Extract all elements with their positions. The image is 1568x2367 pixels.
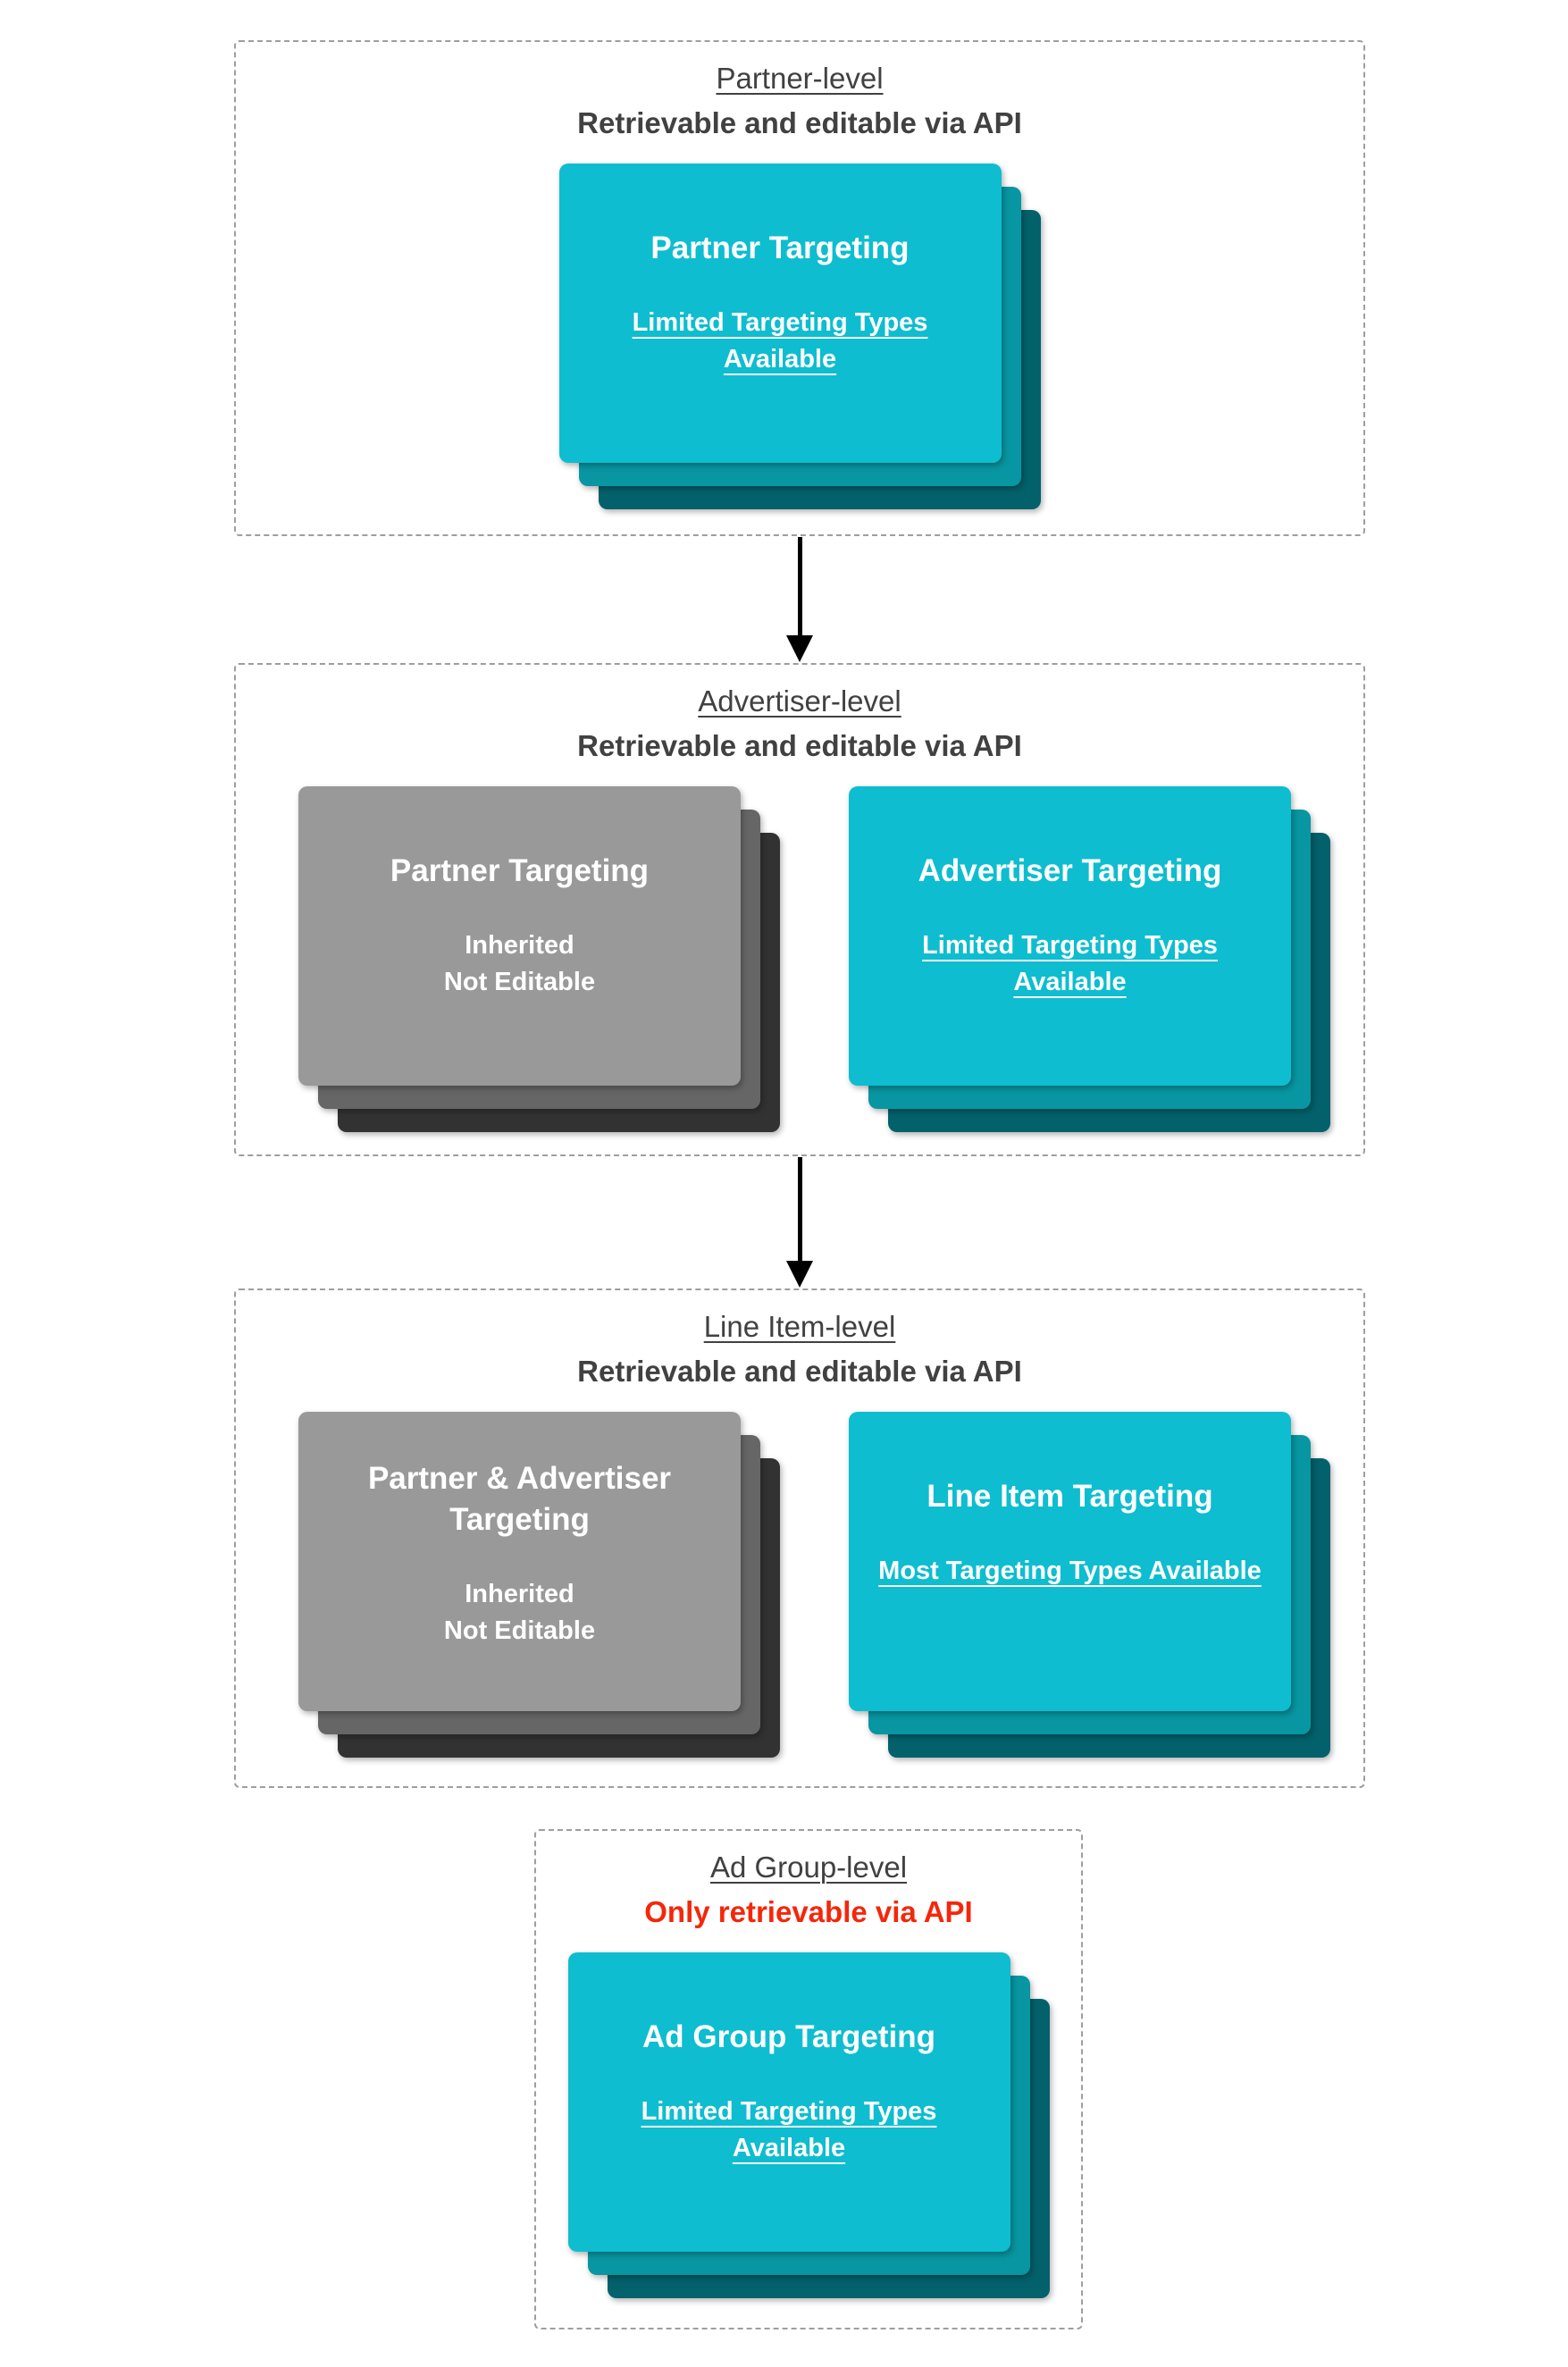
card-title: Line Item Targeting (927, 1479, 1213, 1514)
card-note: Inherited Not Editable (443, 931, 596, 996)
card-title: Partner Targeting (650, 231, 910, 265)
ad-group-targeting-card: Ad Group Targeting Limited Targeting Typ… (567, 1952, 1010, 2252)
advertiser-level-subtitle: Retrievable and editable via API (577, 729, 1022, 762)
ad-group-level-cards: Ad Group Targeting Limited Targeting Typ… (536, 1952, 1081, 2300)
line-item-level-cards: Partner & Advertiser Targeting Inherited… (236, 1412, 1363, 1759)
ad-group-level-title: Ad Group-level (709, 1851, 908, 1884)
advertiser-targeting-card-stack: Advertiser Targeting Limited Targeting T… (849, 786, 1330, 1134)
arrow-shaft (797, 537, 802, 635)
line-item-level-title: Line Item-level (703, 1310, 896, 1343)
arrow-head-icon (786, 635, 813, 662)
partner-level-subtitle: Retrievable and editable via API (577, 106, 1022, 139)
card-note: Limited Targeting Types Available (922, 931, 1218, 996)
down-arrow (785, 1157, 814, 1288)
inherited-partner-targeting-card-stack: Partner Targeting Inherited Not Editable (298, 786, 780, 1134)
advertiser-level-cards: Partner Targeting Inherited Not Editable… (236, 786, 1363, 1134)
line-item-targeting-card-stack: Line Item Targeting Most Targeting Types… (849, 1412, 1330, 1759)
partner-level-section: Partner-level Retrievable and editable v… (234, 40, 1365, 536)
ad-group-level-section: Ad Group-level Only retrievable via API … (534, 1829, 1083, 2329)
partner-targeting-card: Partner Targeting Limited Targeting Type… (558, 164, 1002, 463)
arrow-head-icon (786, 1261, 813, 1288)
card-note: Limited Targeting Types Available (641, 2097, 937, 2162)
down-arrow (785, 537, 814, 662)
partner-level-cards: Partner Targeting Limited Targeting Type… (236, 164, 1363, 511)
line-item-level-subtitle: Retrievable and editable via API (577, 1355, 1022, 1388)
advertiser-level-title: Advertiser-level (698, 684, 901, 718)
partner-targeting-card-stack: Partner Targeting Limited Targeting Type… (558, 164, 1041, 511)
card-note: Limited Targeting Types Available (632, 308, 928, 374)
line-item-level-section: Line Item-level Retrievable and editable… (234, 1288, 1365, 1788)
card-title: Partner & Advertiser Targeting (367, 1461, 672, 1537)
partner-level-title: Partner-level (716, 62, 884, 95)
card-title: Advertiser Targeting (918, 853, 1222, 888)
ad-group-targeting-card-stack: Ad Group Targeting Limited Targeting Typ… (567, 1952, 1050, 2300)
arrow-shaft (797, 1157, 802, 1261)
inherited-partner-targeting-card: Partner Targeting Inherited Not Editable (298, 786, 741, 1086)
card-title: Partner Targeting (390, 853, 650, 888)
line-item-targeting-card: Line Item Targeting Most Targeting Types… (849, 1412, 1291, 1711)
advertiser-level-section: Advertiser-level Retrievable and editabl… (234, 663, 1365, 1156)
ad-group-level-subtitle: Only retrievable via API (644, 1895, 973, 1928)
card-title: Ad Group Targeting (642, 2019, 935, 2054)
advertiser-targeting-card: Advertiser Targeting Limited Targeting T… (849, 786, 1291, 1086)
card-note: Most Targeting Types Available (878, 1557, 1262, 1585)
inherited-partner-advertiser-targeting-card: Partner & Advertiser Targeting Inherited… (298, 1412, 741, 1711)
card-note: Inherited Not Editable (443, 1580, 596, 1645)
inherited-partner-advertiser-targeting-card-stack: Partner & Advertiser Targeting Inherited… (298, 1412, 780, 1759)
